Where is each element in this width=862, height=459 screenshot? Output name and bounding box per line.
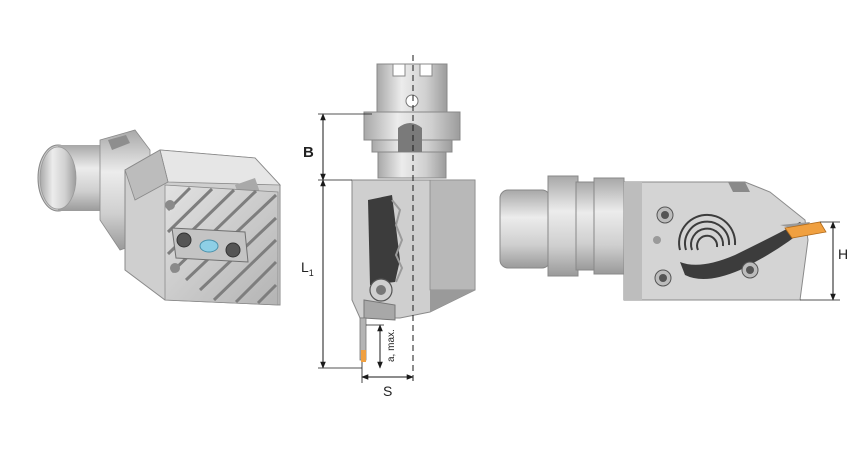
side-insert bbox=[784, 221, 827, 239]
dim-B: B bbox=[303, 113, 372, 181]
side-slot bbox=[680, 222, 806, 279]
dim-H-label: H bbox=[838, 246, 848, 262]
side-view: H bbox=[499, 175, 848, 301]
side-spiral bbox=[678, 213, 737, 251]
dim-S: S bbox=[361, 362, 414, 399]
dim-H: H bbox=[800, 221, 848, 301]
isometric-view bbox=[37, 129, 281, 306]
dim-L1: L1 bbox=[301, 179, 362, 369]
dim-a-max: a, max. bbox=[366, 324, 397, 369]
front-insert bbox=[361, 350, 366, 362]
side-body bbox=[623, 181, 827, 301]
front-view: B L1 a, max. S bbox=[301, 55, 476, 399]
front-slot bbox=[368, 195, 400, 285]
side-shank bbox=[499, 175, 625, 277]
front-shank bbox=[363, 63, 461, 179]
dim-S-label: S bbox=[383, 383, 392, 399]
dim-a-max-label: a, max. bbox=[386, 329, 397, 362]
dim-L1-label: L1 bbox=[301, 259, 314, 278]
iso-body bbox=[124, 149, 281, 306]
dim-B-label: B bbox=[303, 144, 314, 161]
